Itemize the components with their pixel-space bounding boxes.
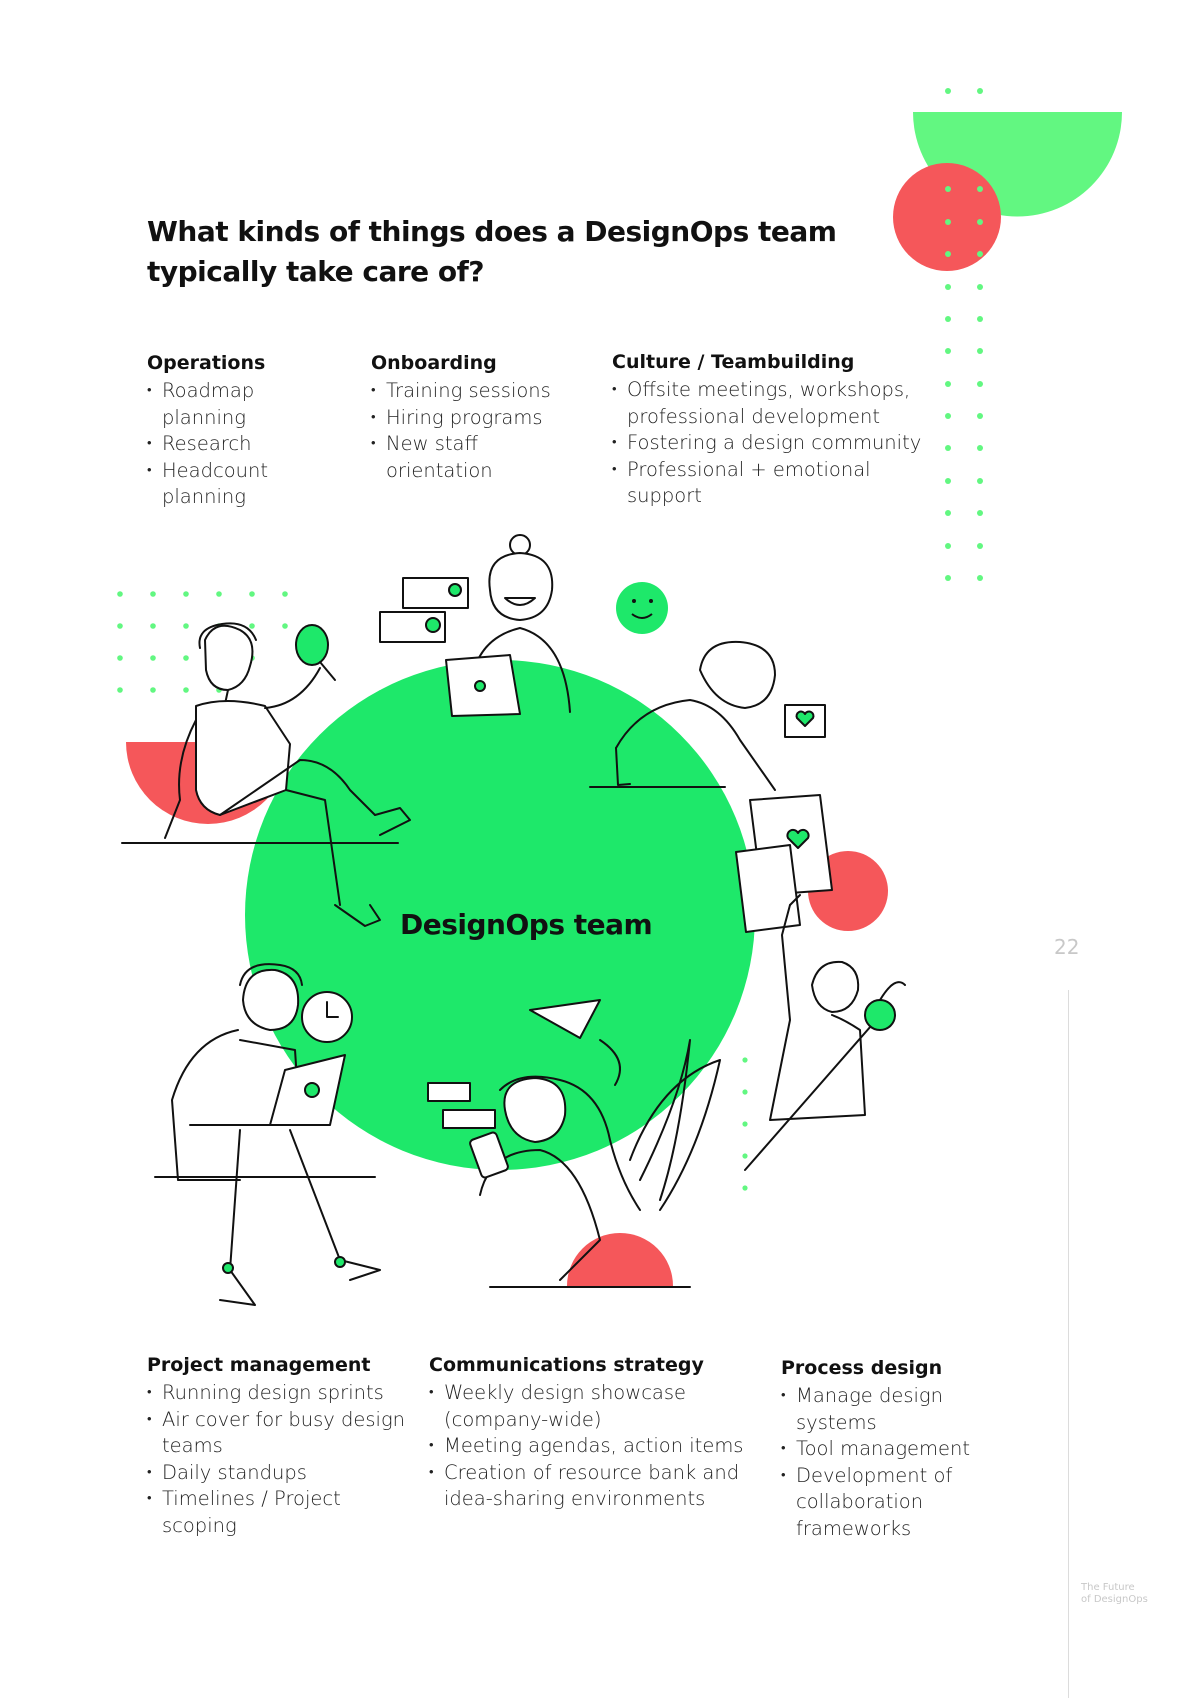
list-item: Offsite meetings, workshops, professiona…	[612, 377, 932, 430]
left-dots	[117, 591, 288, 693]
list-item: New staff orientation	[371, 431, 571, 484]
process-design-section: Process design Manage design systems Too…	[781, 1355, 991, 1542]
list-item: Meeting agendas, action items	[429, 1433, 759, 1460]
section-heading: Communications strategy	[429, 1354, 704, 1376]
footer-line: The Future	[1081, 1582, 1135, 1593]
list-item: Hiring programs	[371, 405, 571, 432]
operations-section: Operations Roadmap planning Research Hea…	[147, 350, 317, 511]
list-item: Development of collaboration frameworks	[781, 1463, 991, 1543]
culture-section: Culture / Teambuilding Offsite meetings,…	[612, 349, 932, 510]
person-with-clock-laptop-icon	[171, 963, 381, 1306]
page-number: 22	[1054, 935, 1080, 959]
bottom-red-half-circle	[567, 1233, 673, 1286]
list-item: Tool management	[781, 1436, 991, 1463]
bullet-list: Training sessions Hiring programs New st…	[371, 378, 571, 484]
bullet-list: Weekly design showcase (company-wide) Me…	[429, 1380, 759, 1513]
bullet-list: Manage design systems Tool management De…	[781, 1383, 991, 1542]
footer-line: of DesignOps	[1081, 1594, 1148, 1605]
top-red-circle	[893, 163, 1001, 271]
list-item: Air cover for busy design teams	[147, 1407, 407, 1460]
person-with-phone-icon	[427, 999, 721, 1281]
list-item: Creation of resource bank and idea-shari…	[429, 1460, 759, 1513]
bullet-list: Roadmap planning Research Headcount plan…	[147, 378, 317, 511]
smiley-icon	[616, 582, 668, 634]
person-with-magnifier-icon	[164, 622, 411, 927]
person-with-heart-note-icon	[615, 640, 833, 933]
bullet-list: Running design sprints Air cover for bus…	[147, 1380, 407, 1539]
center-label: DesignOps team	[400, 908, 653, 941]
list-item: Headcount planning	[147, 458, 317, 511]
list-item: Manage design systems	[781, 1383, 991, 1436]
section-heading: Onboarding	[371, 352, 497, 374]
list-item: Fostering a design community	[612, 430, 932, 457]
top-dots	[945, 88, 983, 581]
section-heading: Project management	[147, 1354, 371, 1376]
footer-publication-mark: The Future of DesignOps	[1081, 1582, 1148, 1606]
page-title: What kinds of things does a DesignOps te…	[147, 215, 837, 288]
communications-section: Communications strategy Weekly design sh…	[429, 1352, 759, 1513]
section-heading: Culture / Teambuilding	[612, 351, 855, 373]
person-with-paintbrush-icon	[744, 894, 906, 1171]
section-heading: Process design	[781, 1357, 943, 1379]
list-item: Training sessions	[371, 378, 571, 405]
list-item: Research	[147, 431, 317, 458]
section-heading: Operations	[147, 352, 266, 374]
right-dots	[742, 1057, 748, 1191]
margin-divider	[1068, 990, 1069, 1698]
list-item: Weekly design showcase (company-wide)	[429, 1380, 759, 1433]
list-item: Timelines / Project scoping	[147, 1486, 407, 1539]
list-item: Running design sprints	[147, 1380, 407, 1407]
list-item: Professional + emotional support	[612, 457, 932, 510]
project-management-section: Project management Running design sprint…	[147, 1352, 407, 1539]
bullet-list: Offsite meetings, workshops, professiona…	[612, 377, 932, 510]
person-at-laptop-icon	[379, 534, 571, 717]
onboarding-section: Onboarding Training sessions Hiring prog…	[371, 350, 571, 484]
list-item: Roadmap planning	[147, 378, 317, 431]
list-item: Daily standups	[147, 1460, 407, 1487]
